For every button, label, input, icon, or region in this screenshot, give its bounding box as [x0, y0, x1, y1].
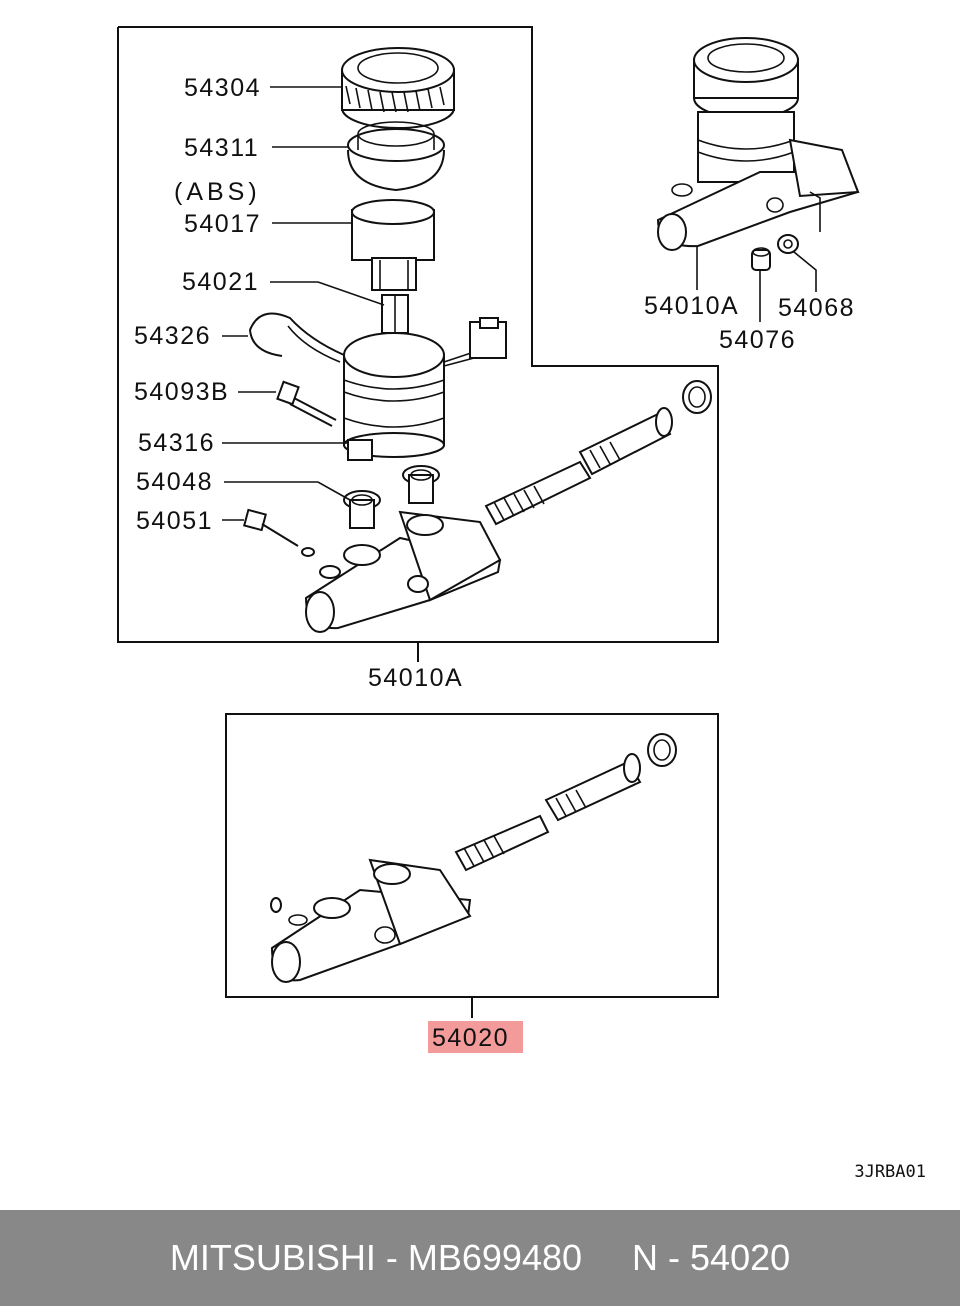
callout-54304: 54304: [184, 74, 262, 102]
part-info-footer: MITSUBISHI - MB699480 N - 54020: [0, 1210, 960, 1306]
mounting-bolt: [276, 380, 337, 427]
reservoir-tank: [343, 317, 507, 461]
level-switch: [381, 294, 409, 334]
footer-ref-prefix: N: [632, 1237, 659, 1278]
assembled-master-cylinder: [656, 37, 860, 251]
callout-54311: 54311: [184, 134, 260, 162]
callout-54010a-side: 54010A: [644, 292, 740, 320]
callout-54076: 54076: [719, 326, 797, 354]
callout-54051: 54051: [136, 507, 214, 535]
grommet-right: [402, 465, 440, 504]
leader-54068: [793, 251, 817, 292]
callout-54048: 54048: [136, 468, 214, 496]
callout-54326: 54326: [134, 322, 212, 350]
diagram-ref-code: 3JRBA01: [854, 1162, 926, 1182]
hose-inner: [287, 325, 341, 363]
piston-assembly-main: [484, 380, 712, 526]
callout-54068: 54068: [778, 294, 856, 322]
grommet-left: [343, 490, 381, 529]
kit-cylinder-body: [270, 858, 472, 983]
exploded-parts-diagram: [117, 26, 860, 1018]
callout-54316: 54316: [138, 429, 216, 457]
footer-part-number: MB699480: [407, 1237, 583, 1278]
leader-54048: [224, 481, 351, 501]
master-cylinder-body: [304, 510, 502, 633]
footer-separator-2: -: [658, 1237, 691, 1278]
callout-54093b: 54093B: [134, 378, 230, 406]
leader-54021-b: [317, 281, 385, 306]
leader-side-bracket: [809, 191, 821, 232]
callout-54020-highlighted: 54020: [428, 1021, 524, 1053]
footer-gap: [582, 1237, 632, 1279]
washer-54068: [777, 234, 799, 254]
footer-brand: MITSUBISHI: [169, 1237, 376, 1278]
abs-float: [351, 199, 435, 291]
callout-54010a-main: 54010A: [368, 664, 464, 692]
main-group-frame: [117, 26, 719, 643]
reservoir-cap: [341, 47, 455, 129]
callout-54021: 54021: [182, 268, 260, 296]
stop-screw: [243, 508, 315, 557]
reservoir-filter: [347, 121, 445, 192]
callout-abs: (ABS): [174, 178, 261, 206]
footer-separator-1: -: [375, 1237, 408, 1278]
kit-piston-assembly: [454, 733, 677, 872]
hose: [248, 312, 345, 357]
footer-ref-number: 54020: [690, 1237, 791, 1278]
seal-54076: [751, 247, 771, 271]
callout-54017: 54017: [184, 210, 262, 238]
